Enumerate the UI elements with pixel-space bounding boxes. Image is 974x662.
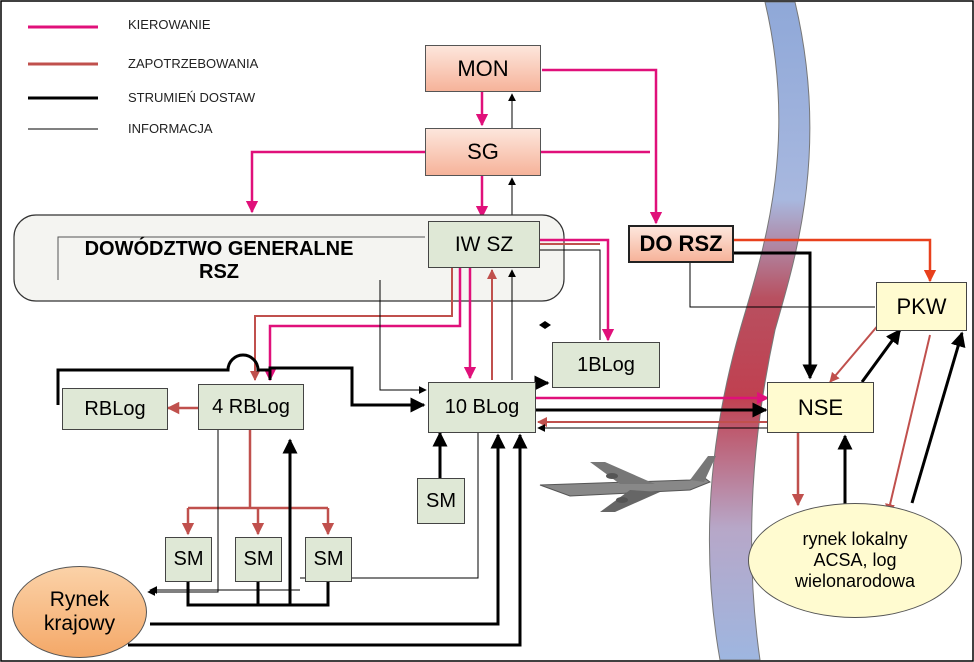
node-4-rblog: 4 RBLog bbox=[198, 384, 304, 430]
node-rynek-lokalny: rynek lokalny ACSA, log wielonarodowa bbox=[748, 503, 962, 618]
rynek-lokalny-line-3: wielonarodowa bbox=[794, 571, 916, 591]
node-1blog: 1BLog bbox=[552, 342, 660, 388]
node-rynek-krajowy: Rynek krajowy bbox=[12, 566, 147, 658]
border-band bbox=[709, 1, 811, 661]
node-sm-2: SM bbox=[235, 537, 282, 582]
node-sm-3: SM bbox=[305, 537, 352, 582]
rynek-lokalny-line-1: rynek lokalny bbox=[802, 529, 908, 549]
legend-label-strumien: STRUMIEŃ DOSTAW bbox=[128, 90, 256, 105]
node-10-blog: 10 BLog bbox=[428, 382, 536, 433]
legend-label-zapotrzebowania: ZAPOTRZEBOWANIA bbox=[128, 56, 259, 71]
node-mon: MON bbox=[425, 45, 541, 92]
node-rblog: RBLog bbox=[62, 388, 168, 430]
rynek-krajowy-line-1: Rynek bbox=[49, 588, 110, 611]
legend-label-informacja: INFORMACJA bbox=[128, 121, 213, 136]
node-do-rsz: DO RSZ bbox=[628, 225, 734, 263]
node-sm-1: SM bbox=[165, 537, 212, 582]
node-iw-sz: IW SZ bbox=[428, 221, 540, 268]
node-nse: NSE bbox=[767, 382, 874, 433]
node-pkw: PKW bbox=[876, 282, 967, 331]
legend-label-kierowanie: KIEROWANIE bbox=[128, 17, 211, 32]
node-sm-center: SM bbox=[417, 478, 465, 524]
rynek-lokalny-line-2: ACSA, log bbox=[813, 550, 897, 570]
aircraft-icon bbox=[539, 456, 716, 512]
node-dowodztwo: DOWÓDZTWO GENERALNE RSZ bbox=[84, 238, 354, 283]
rynek-krajowy-line-2: krajowy bbox=[43, 612, 116, 635]
node-sg: SG bbox=[425, 128, 541, 176]
